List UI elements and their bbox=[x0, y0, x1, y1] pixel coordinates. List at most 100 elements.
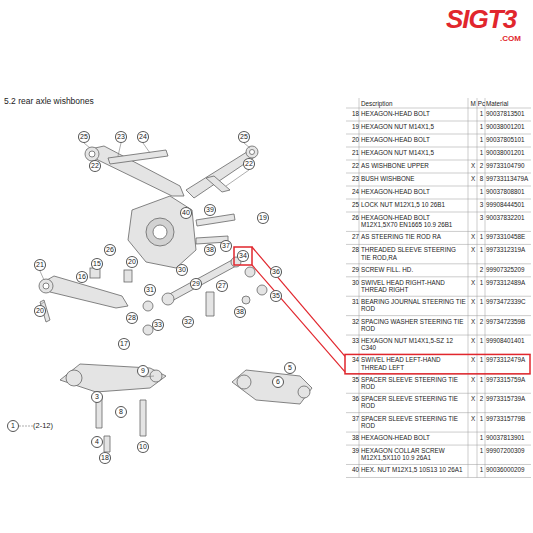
quantity: 8 bbox=[477, 175, 486, 182]
column-header: Pc bbox=[477, 100, 486, 107]
part-description: AS WISHBONE UPPER bbox=[361, 162, 467, 169]
callout-number: 16 bbox=[78, 273, 86, 280]
part-number: 99907200309 bbox=[486, 447, 531, 454]
marker: X bbox=[469, 356, 477, 363]
callout-number: 5 bbox=[288, 364, 292, 371]
callout-circle: 26 bbox=[104, 244, 117, 256]
callout-number: 27 bbox=[218, 282, 226, 289]
item-number: 28 bbox=[346, 246, 359, 253]
callout-number: 3 bbox=[95, 393, 99, 400]
table-rule bbox=[346, 276, 531, 277]
callout-circle: 25 bbox=[78, 131, 91, 143]
washer bbox=[143, 301, 153, 311]
part-number: 9973312319A bbox=[486, 246, 531, 253]
part-description: SPACER SLEEVE STEERING TIE ROD bbox=[361, 395, 467, 409]
callout-number: 20 bbox=[36, 307, 44, 314]
marker: X bbox=[469, 298, 477, 305]
part-description: HEXAGON COLLAR SCREW M12X1,5X110 10.9 26… bbox=[361, 447, 467, 461]
table-rule bbox=[346, 477, 531, 478]
bush-bore bbox=[250, 150, 255, 155]
quantity: 1 bbox=[477, 246, 486, 253]
callout-circle: 37 bbox=[220, 240, 233, 252]
part-number: 9973315759A bbox=[486, 376, 531, 383]
callout-number: 21 bbox=[36, 261, 44, 268]
callout-circle: 29 bbox=[190, 278, 203, 290]
column-header: Description bbox=[361, 100, 467, 107]
callout-number: 26 bbox=[106, 246, 114, 253]
callout-number: 30 bbox=[178, 266, 186, 273]
nut bbox=[124, 270, 132, 282]
callout-number: 38 bbox=[236, 308, 244, 315]
part-number: 99908444501 bbox=[486, 201, 531, 208]
leader-lines bbox=[19, 143, 250, 426]
table-rule bbox=[346, 134, 531, 135]
quantity: 2 bbox=[477, 266, 486, 273]
callout-number: 36 bbox=[272, 268, 280, 275]
part-number: 90037808801 bbox=[486, 188, 531, 195]
item-number: 20 bbox=[346, 136, 359, 143]
table-rule bbox=[346, 244, 531, 245]
part-number: 90037813901 bbox=[486, 434, 531, 441]
callout-circle: 1 bbox=[7, 420, 19, 432]
callout-circle: 9 bbox=[137, 365, 149, 377]
quantity: 1 bbox=[477, 136, 486, 143]
bush bbox=[298, 386, 310, 398]
item-number: 31 bbox=[346, 298, 359, 305]
callout-number: 15 bbox=[93, 260, 101, 267]
quantity: 1 bbox=[477, 123, 486, 130]
callout-number: 19 bbox=[259, 214, 267, 221]
item-number: 18 bbox=[346, 110, 359, 117]
swivel-head bbox=[162, 293, 174, 305]
callout-number: 38 bbox=[206, 246, 214, 253]
part-description: SWIVEL HEAD LEFT-HAND THREAD LEFT bbox=[361, 356, 467, 370]
callout-circle: 21 bbox=[34, 259, 47, 271]
callout-circle: 22 bbox=[89, 160, 102, 172]
callout-number: 18 bbox=[101, 454, 109, 461]
part-description: SPACING WASHER STEERING TIE ROD bbox=[361, 318, 467, 332]
marker: X bbox=[469, 318, 477, 325]
callout-number: 17 bbox=[120, 340, 128, 347]
callout-number: 22 bbox=[91, 162, 99, 169]
callout-circle: 33 bbox=[152, 319, 165, 331]
part-number: 9973315779B bbox=[486, 415, 531, 422]
item-number: 21 bbox=[346, 149, 359, 156]
part-number: 99908401401 bbox=[486, 337, 531, 344]
part-number: 9973472339C bbox=[486, 298, 531, 305]
part-description: BUSH WISHBONE bbox=[361, 175, 467, 182]
item-number: 32 bbox=[346, 318, 359, 325]
part-number: 90037832201 bbox=[486, 214, 531, 221]
callout-circle: 35 bbox=[270, 290, 283, 302]
item-number: 25 bbox=[346, 201, 359, 208]
callout-circle: 36 bbox=[270, 266, 283, 278]
part-description: SWIVEL HEAD RIGHT-HAND THREAD RIGHT bbox=[361, 279, 467, 293]
item-number: 34 bbox=[346, 356, 359, 363]
callout-circle: 23 bbox=[115, 131, 128, 143]
callout-circle: 38 bbox=[234, 306, 247, 318]
quantity: 1 bbox=[477, 415, 486, 422]
callout-number: 34 bbox=[239, 252, 247, 259]
callout-number: 20 bbox=[128, 258, 136, 265]
bolt bbox=[196, 214, 235, 226]
parts bbox=[39, 146, 312, 452]
table-rule bbox=[346, 160, 531, 161]
callout-circle: 18 bbox=[99, 452, 112, 464]
item-number: 40 bbox=[346, 466, 359, 473]
spacer-sleeve bbox=[245, 267, 255, 277]
marker: X bbox=[469, 246, 477, 253]
part-number: 99733113479A bbox=[486, 175, 531, 182]
bolt bbox=[104, 436, 110, 452]
callout-circle: 17 bbox=[118, 338, 131, 350]
range-label: (2-12) bbox=[33, 421, 53, 430]
quantity: 1 bbox=[477, 298, 486, 305]
bush bbox=[237, 375, 251, 389]
callout-number: 39 bbox=[206, 206, 214, 213]
callout-number: 6 bbox=[276, 378, 280, 385]
quantity: 2 bbox=[477, 162, 486, 169]
part-description: HEXAGON NUT M14X1,5-SZ 12 C340 bbox=[361, 337, 467, 351]
table-rule bbox=[346, 121, 531, 122]
table-rule bbox=[346, 173, 531, 174]
quantity: 1 bbox=[477, 434, 486, 441]
part-description: HEXAGON-HEAD BOLT M12X1,5X70 EN1665 10.9… bbox=[361, 214, 467, 228]
table-rule bbox=[346, 335, 531, 336]
